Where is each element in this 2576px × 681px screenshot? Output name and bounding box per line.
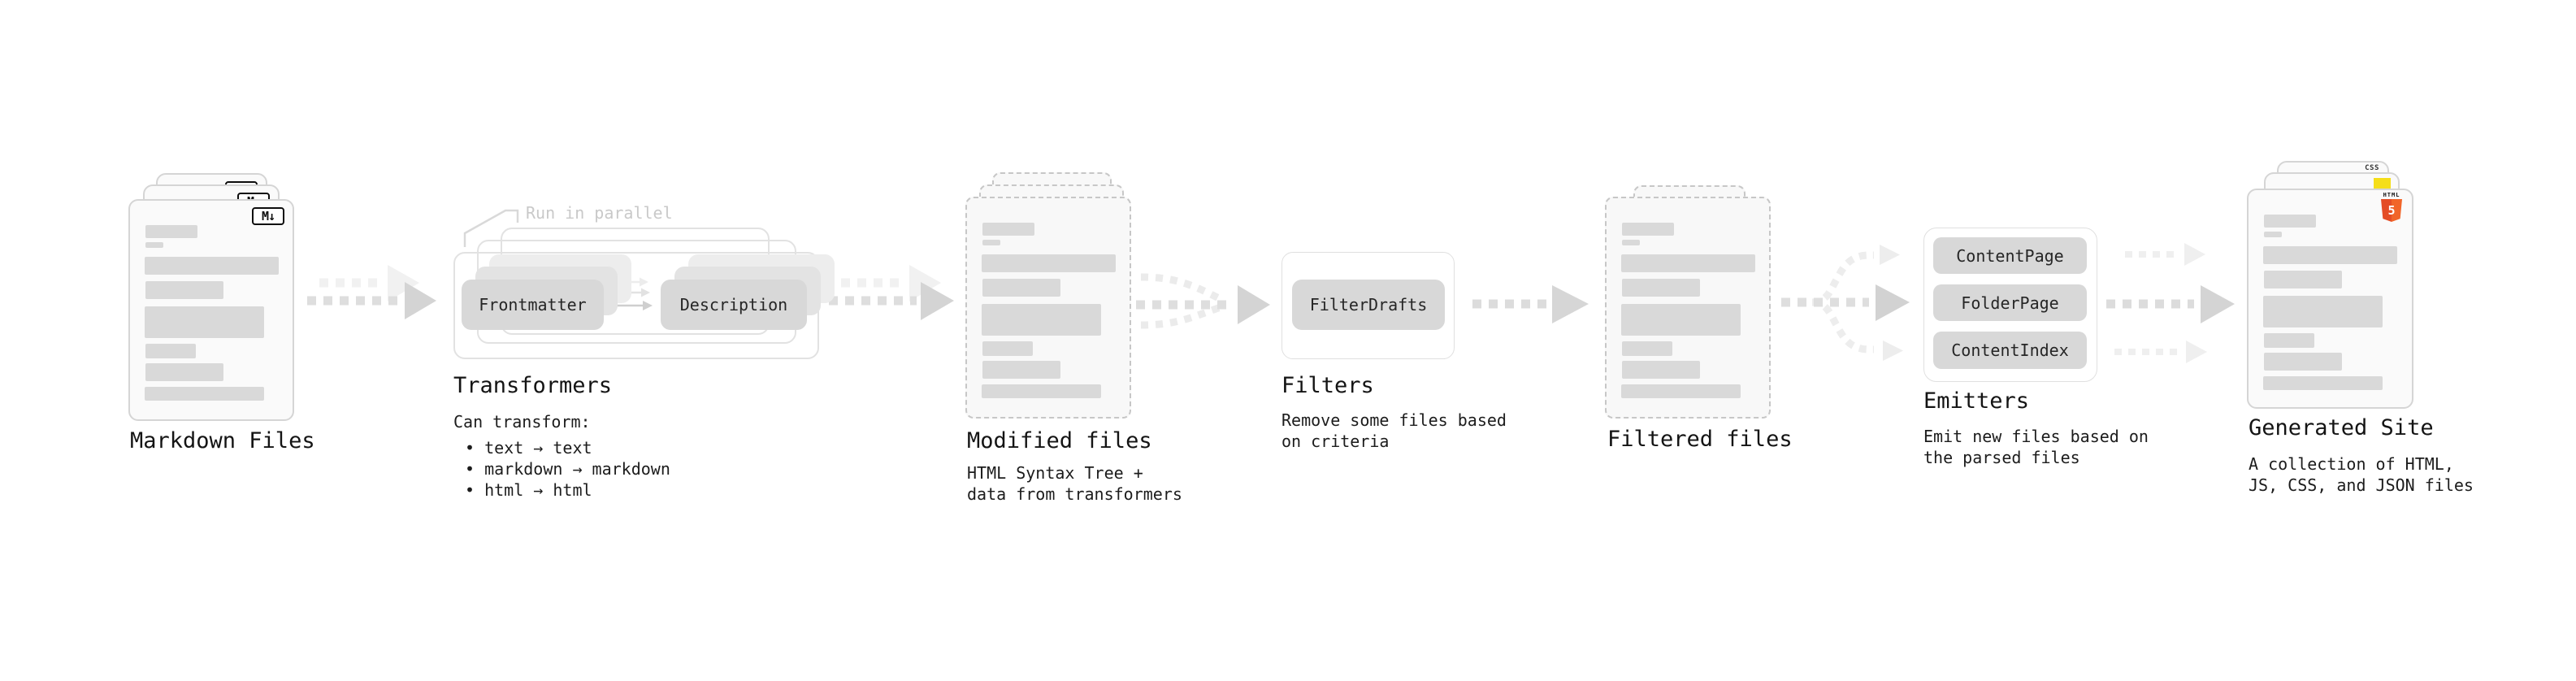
arrow-filters-to-filtered xyxy=(1472,285,1589,323)
transformers-bullet-list: text → text markdown → markdown html → h… xyxy=(465,437,670,501)
javascript-icon xyxy=(2374,178,2391,189)
arrow-modified-to-filters xyxy=(1136,273,1270,329)
file-text-bar xyxy=(145,387,264,401)
file-text-bar xyxy=(145,281,223,299)
html5-icon-shield: 5 xyxy=(2381,199,2402,222)
file-text-bar xyxy=(1622,223,1674,236)
generated-site-label: Generated Site xyxy=(2249,415,2434,440)
note-leader-line xyxy=(463,209,519,247)
file-text-bar xyxy=(145,306,264,338)
file-text-bar xyxy=(2264,232,2282,237)
file-text-bar xyxy=(982,254,1116,272)
file-text-bar xyxy=(2263,296,2383,327)
file-text-bar xyxy=(145,344,196,358)
generated-site-subtitle: A collection of HTML, JS, CSS, and JSON … xyxy=(2249,453,2474,496)
contentindex-pill: ContentIndex xyxy=(1933,332,2087,369)
subtitle-line: the parsed files xyxy=(1923,448,2080,467)
file-text-bar xyxy=(1622,341,1672,356)
filters-heading: Filters xyxy=(1281,373,1374,398)
emitters-subtitle: Emit new files based on the parsed files xyxy=(1923,426,2149,468)
file-text-bar xyxy=(145,363,223,381)
contentpage-pill: ContentPage xyxy=(1933,237,2087,274)
markdown-icon: M↓ xyxy=(252,207,284,225)
filtered-files-label: Filtered files xyxy=(1607,427,1793,452)
html5-icon: HTML 5 xyxy=(2381,192,2402,222)
file-text-bar xyxy=(1621,304,1741,336)
transform-bullet: markdown → markdown xyxy=(465,458,670,479)
generated-html-card: HTML 5 xyxy=(2247,189,2413,409)
subtitle-line: on criteria xyxy=(1281,432,1390,451)
markdown-file-card-front: M↓ xyxy=(128,199,294,421)
transformers-heading: Transformers xyxy=(453,373,613,398)
subtitle-line: data from transformers xyxy=(967,484,1182,504)
run-in-parallel-note: Run in parallel xyxy=(526,203,673,223)
filterdrafts-pill: FilterDrafts xyxy=(1292,280,1445,330)
modified-files-subtitle: HTML Syntax Tree + data from transformer… xyxy=(967,462,1182,505)
file-text-bar xyxy=(982,384,1101,398)
html5-icon-word: HTML xyxy=(2383,192,2400,198)
file-text-bar xyxy=(2264,353,2342,371)
emitters-heading: Emitters xyxy=(1923,388,2030,414)
description-pill: Description xyxy=(661,280,807,330)
arrow-emitters-to-generated xyxy=(2106,243,2235,363)
file-text-bar xyxy=(1621,254,1755,272)
subtitle-line: JS, CSS, and JSON files xyxy=(2249,475,2474,495)
file-text-bar xyxy=(2263,376,2383,390)
transformers-intro: Can transform: xyxy=(453,412,591,432)
folderpage-pill: FolderPage xyxy=(1933,284,2087,321)
file-text-bar xyxy=(982,304,1101,336)
frontmatter-pill: Frontmatter xyxy=(462,280,604,330)
file-text-bar xyxy=(2263,246,2397,264)
arrow-filtered-to-emitters xyxy=(1781,245,1910,361)
filters-subtitle: Remove some files based on criteria xyxy=(1281,410,1507,452)
subtitle-line: A collection of HTML, xyxy=(2249,454,2454,474)
file-text-bar xyxy=(1622,361,1700,379)
file-text-bar xyxy=(2264,271,2342,288)
subtitle-line: HTML Syntax Tree + xyxy=(967,463,1143,483)
filtered-file-card-front xyxy=(1605,197,1771,419)
file-text-bar xyxy=(1622,279,1700,297)
modified-file-card-front xyxy=(965,197,1131,419)
arrow-markdown-to-transformers xyxy=(307,265,436,319)
file-text-bar xyxy=(1622,240,1640,245)
subtitle-line: Remove some files based xyxy=(1281,410,1507,430)
file-text-bar xyxy=(982,240,1000,245)
file-text-bar xyxy=(145,242,163,248)
css-icon-label: CSS xyxy=(2365,164,2379,172)
file-text-bar xyxy=(1621,384,1741,398)
modified-files-label: Modified files xyxy=(967,428,1152,453)
transform-bullet: html → html xyxy=(465,479,670,501)
file-text-bar xyxy=(982,361,1060,379)
markdown-files-label: Markdown Files xyxy=(130,428,315,453)
file-text-bar xyxy=(145,225,197,238)
file-text-bar xyxy=(145,257,279,275)
file-text-bar xyxy=(2264,333,2314,348)
file-text-bar xyxy=(982,223,1034,236)
subtitle-line: Emit new files based on xyxy=(1923,427,2149,446)
transform-bullet: text → text xyxy=(465,437,670,458)
file-text-bar xyxy=(2264,215,2316,228)
file-text-bar xyxy=(982,279,1060,297)
arrow-transformers-to-modified xyxy=(829,265,954,320)
file-text-bar xyxy=(982,341,1033,356)
